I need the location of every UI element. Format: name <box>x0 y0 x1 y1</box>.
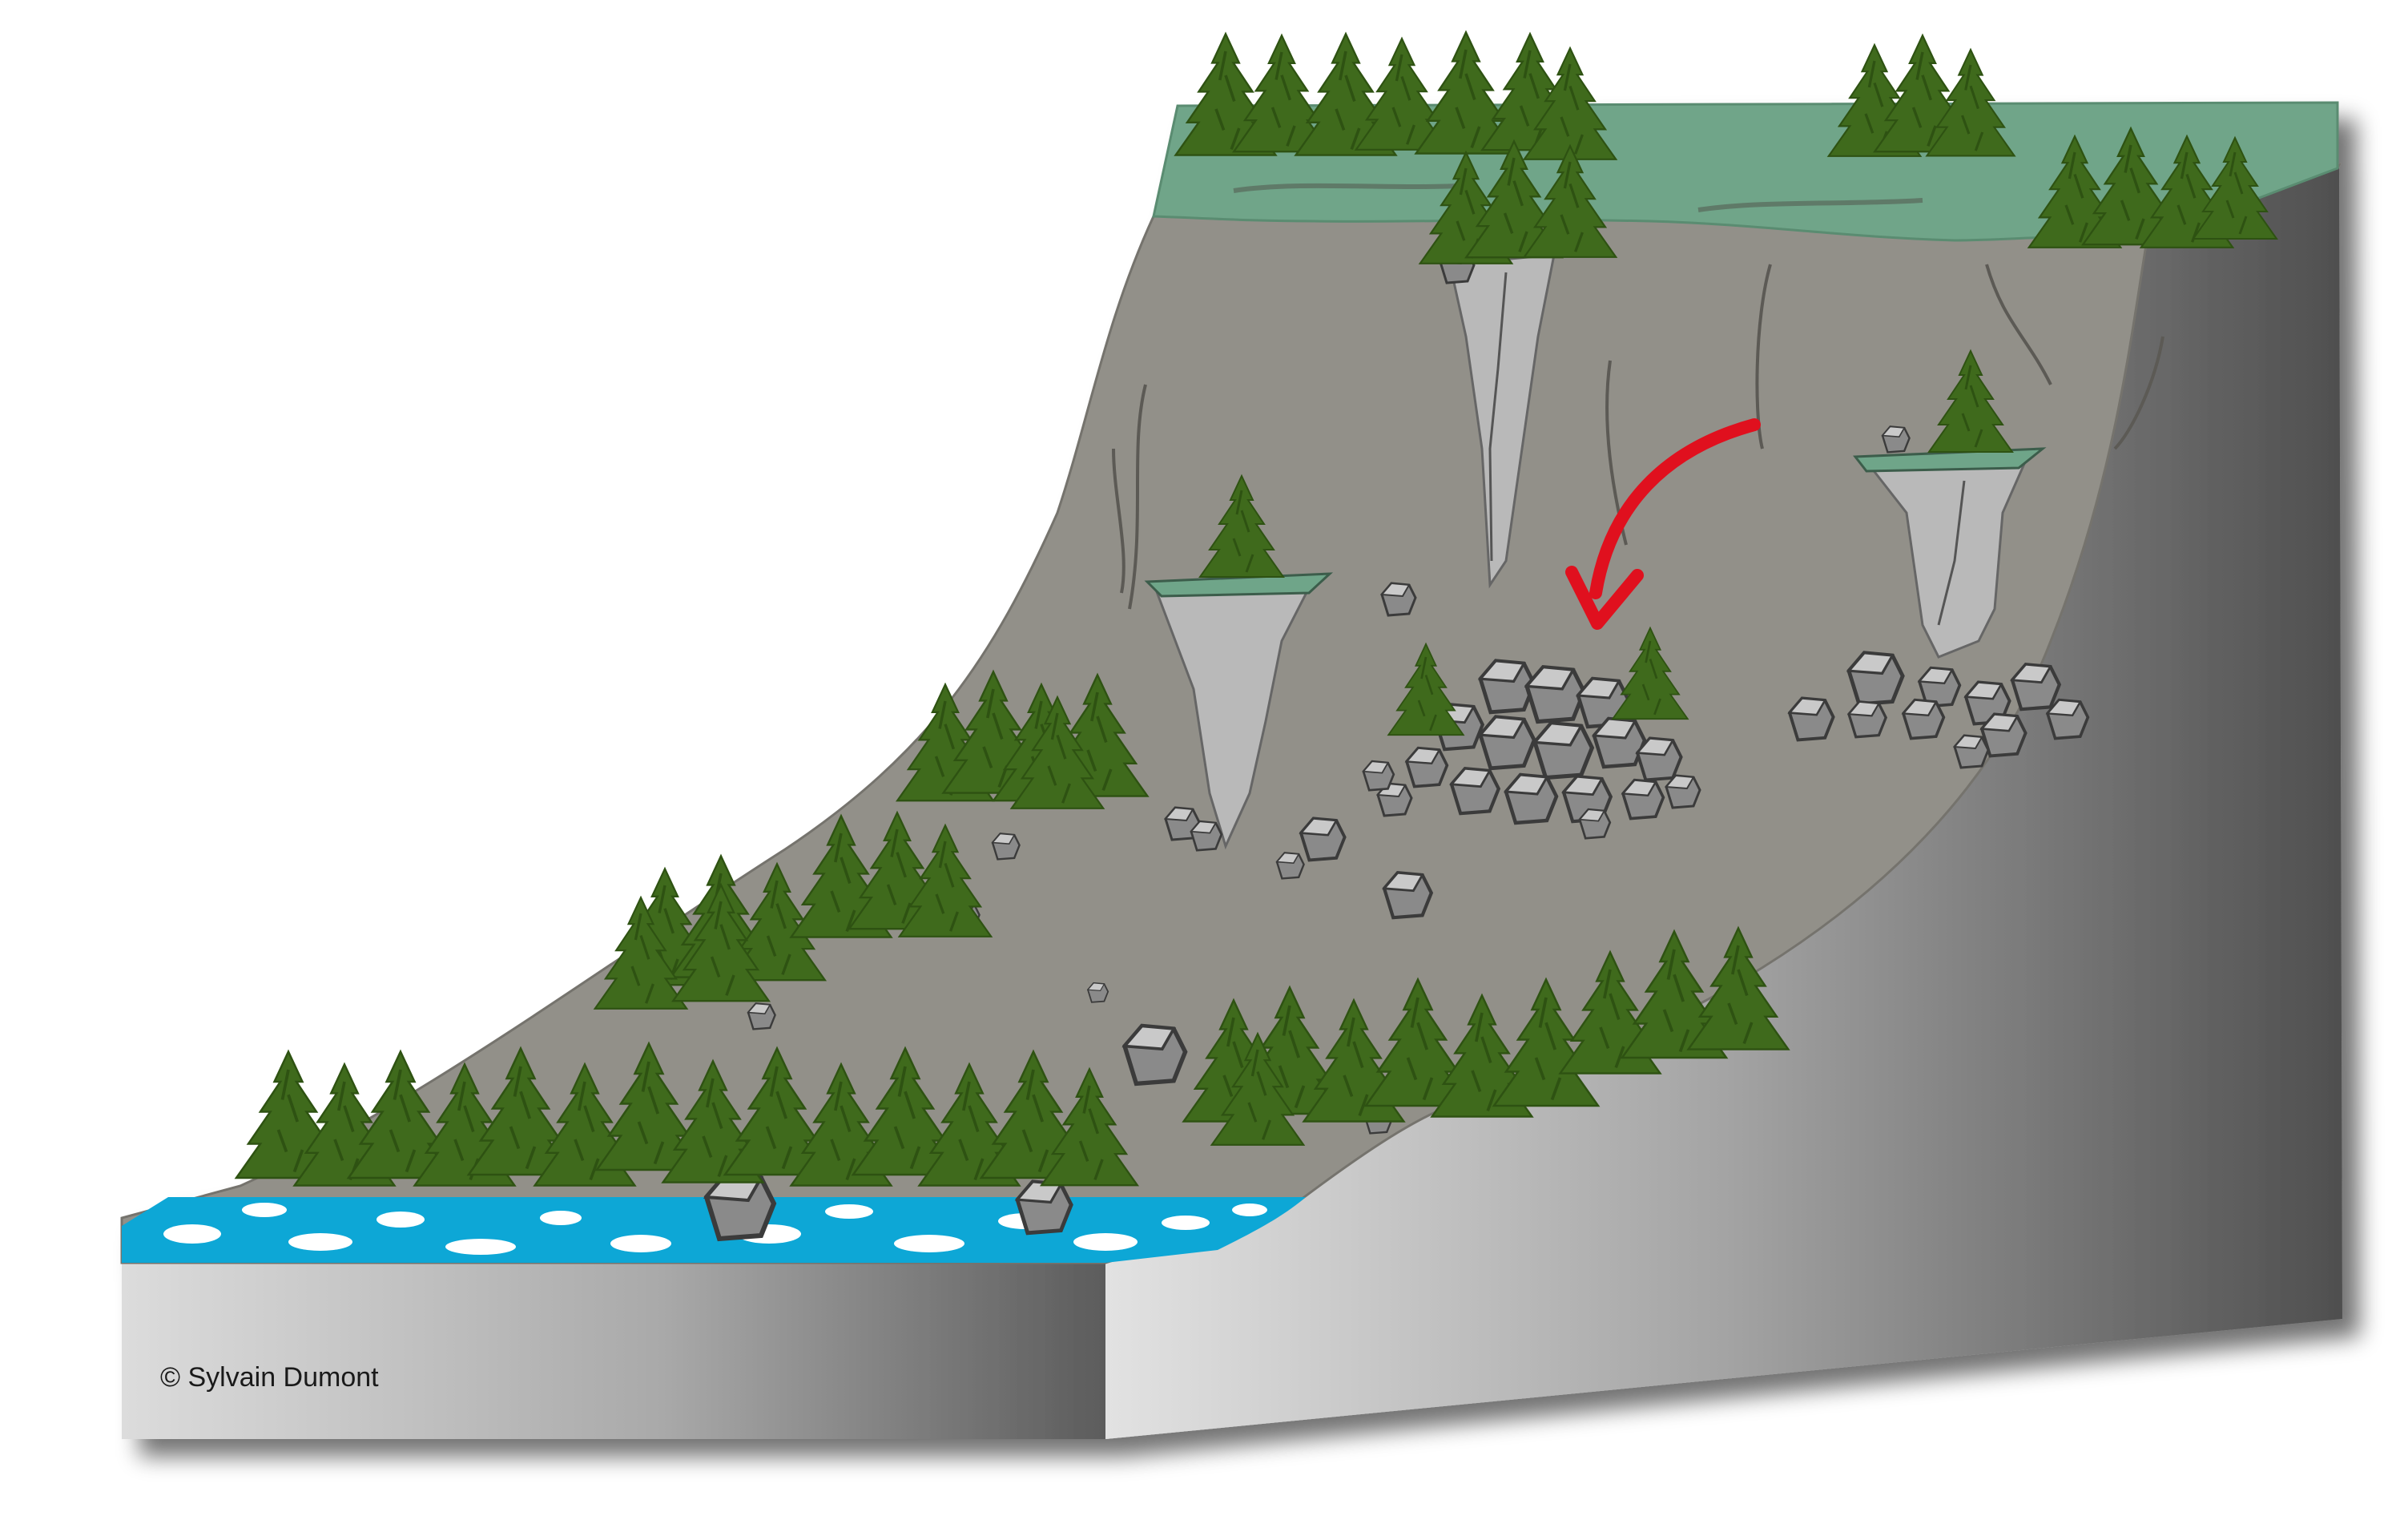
copyright-credit: © Sylvain Dumont <box>160 1362 379 1393</box>
river-water <box>122 1197 1306 1263</box>
rock-column-left <box>1151 577 1316 850</box>
block-side-face <box>1105 165 2342 1439</box>
rock-column-right <box>1863 457 2029 659</box>
water-foam <box>163 1203 1267 1255</box>
cliff-fractures <box>1112 264 2164 610</box>
rockfall-arrow-icon <box>1565 418 1761 630</box>
block-front-face <box>122 1263 1105 1439</box>
rock-column-upper <box>1448 253 1556 589</box>
